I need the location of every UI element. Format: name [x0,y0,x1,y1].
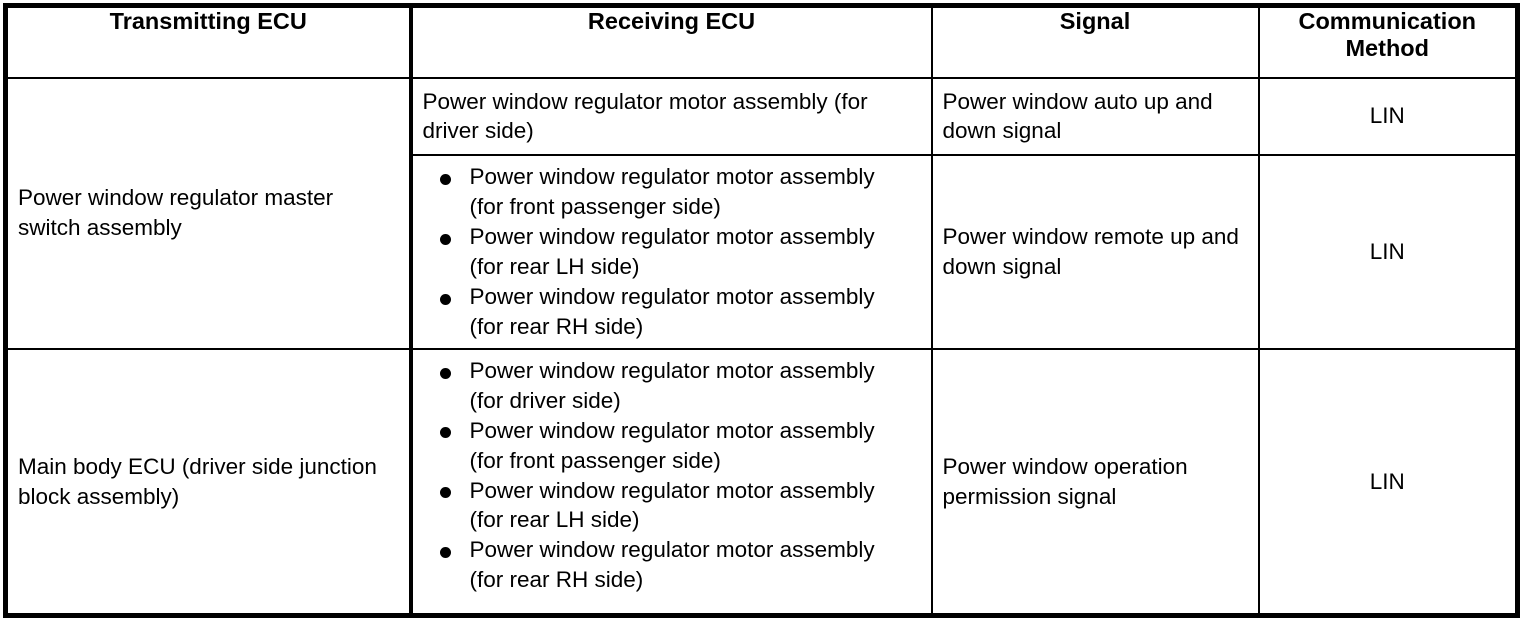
signal-label-1a: Power window auto up and down signal [942,88,1213,144]
bullet-icon [439,174,451,186]
bullet-detail-text: (for rear LH side) [469,507,640,533]
table-row: Main body ECU (driver side junction bloc… [4,347,1518,617]
bullet-icon [439,487,451,499]
column-header-transmitting-ecu: Transmitting ECU [4,4,413,79]
table-row: Power window regulator motor assembly (f… [6,154,1518,350]
receiving-ecu-text-1a: Power window regulator motor assembly (f… [422,88,868,144]
table-body: Power window regulator master switch ass… [4,76,1518,617]
receiving-ecu-bullet-list-2: Power window regulator motor assembly (f… [413,350,931,601]
bullet-detail-text: (for front passenger side) [469,447,721,473]
table-row: Power window regulator master switch ass… [4,76,1518,350]
list-item: Power window regulator motor assembly (f… [413,476,931,536]
cell-transmitting-ecu-2: Main body ECU (driver side junction bloc… [4,347,413,617]
cell-method-2: LIN [1257,347,1518,617]
bullet-icon [439,233,451,245]
receiving-ecu-bullet-list-1b: Power window regulator motor assembly (f… [413,156,931,348]
table-header: Transmitting ECU Receiving ECU Signal Co… [4,4,1518,79]
method-label-1b: LIN [1369,239,1405,265]
method-label-1a: LIN [1369,103,1405,129]
column-header-communication-method: Communication Method [1257,4,1518,79]
bullet-main-text: Power window regulator motor assembly [469,357,875,383]
list-item: Power window regulator motor assembly (f… [413,222,931,282]
bullet-detail-text: (for rear LH side) [469,254,640,280]
cell-method-1a: LIN [1257,76,1518,157]
communication-table-container: Transmitting ECU Receiving ECU Signal Co… [0,3,1520,619]
bullet-detail-text: (for driver side) [469,387,621,413]
cell-transmitting-ecu-1: Power window regulator master switch ass… [4,76,413,350]
list-item: Power window regulator motor assembly (f… [413,416,931,476]
bullet-detail-text: (for front passenger side) [469,194,721,220]
cell-receiving-ecu-1b: Power window regulator motor assembly (f… [409,154,933,350]
bullet-icon [439,427,451,439]
cell-signal-1b: Power window remote up and down signal [930,154,1260,350]
bullet-detail-text: (for rear RH side) [469,567,644,593]
transmitting-ecu-label-1: Power window regulator master switch ass… [18,185,334,241]
method-label-2: LIN [1369,468,1405,494]
bullet-main-text: Power window regulator motor assembly [469,284,875,310]
bullet-main-text: Power window regulator motor assembly [469,537,875,563]
bullet-icon [439,293,451,305]
bullet-icon [439,547,451,559]
cell-signal-2: Power window operation permission signal [930,347,1260,617]
signal-label-2: Power window operation permission signal [942,453,1188,509]
bullet-main-text: Power window regulator motor assembly [469,164,875,190]
bullet-main-text: Power window regulator motor assembly [469,224,875,250]
list-item: Power window regulator motor assembly (f… [413,162,931,222]
list-item: Power window regulator motor assembly (f… [413,356,931,416]
ecu-communication-table: Transmitting ECU Receiving ECU Signal Co… [3,3,1520,619]
signal-label-1b: Power window remote up and down signal [942,224,1239,280]
transmitting-ecu-label-2: Main body ECU (driver side junction bloc… [18,453,377,509]
cell-signal-1a: Power window auto up and down signal [930,76,1260,157]
bullet-detail-text: (for rear RH side) [469,313,644,339]
header-row: Transmitting ECU Receiving ECU Signal Co… [4,4,1518,79]
bullet-icon [439,367,451,379]
cell-receiving-ecu-2: Power window regulator motor assembly (f… [409,347,933,617]
list-item: Power window regulator motor assembly (f… [413,282,931,342]
column-header-receiving-ecu: Receiving ECU [409,4,933,79]
cell-method-1b: LIN [1257,154,1518,350]
column-header-signal: Signal [930,4,1260,79]
list-item: Power window regulator motor assembly (f… [413,535,931,595]
bullet-main-text: Power window regulator motor assembly [469,417,875,443]
cell-receiving-ecu-1a: Power window regulator motor assembly (f… [409,76,933,157]
bullet-main-text: Power window regulator motor assembly [469,477,875,503]
